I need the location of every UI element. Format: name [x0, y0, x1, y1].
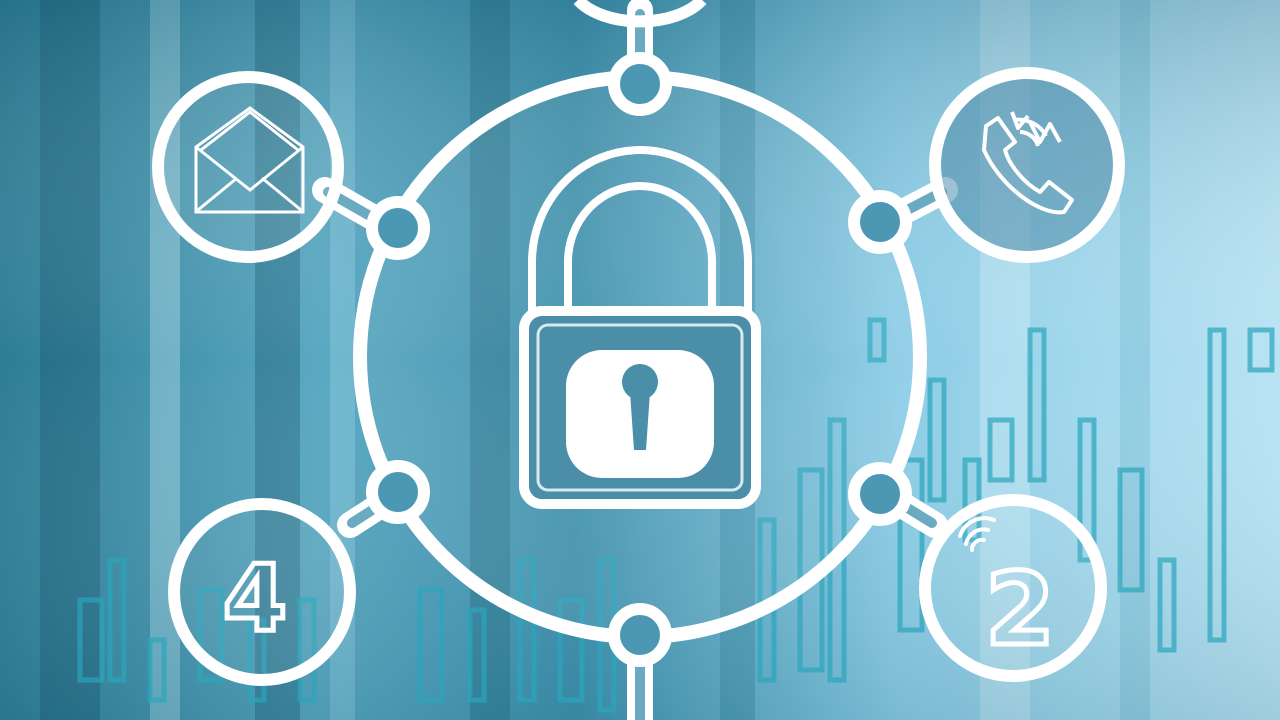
background-candle: [557, 597, 585, 703]
node-envelope: [152, 71, 344, 263]
background-candle: [1117, 467, 1145, 593]
padlock-shackle-outer: [528, 146, 752, 312]
padlock-shackle-inner: [564, 182, 716, 312]
background-candle: [867, 317, 887, 363]
background-candle: [987, 417, 1015, 483]
junction-dot-top-right: [848, 190, 912, 254]
junction-dot-top: [608, 52, 672, 116]
background-candle: [77, 597, 105, 683]
background-candle: [1207, 327, 1227, 643]
digit-4-label: 4: [223, 545, 287, 652]
background-candle: [467, 607, 487, 703]
background-candle: [1157, 557, 1177, 653]
envelope-icon: [194, 106, 305, 214]
background-candle: [1027, 327, 1047, 483]
junction-dot-bottom-right: [848, 462, 912, 526]
background-candle: [1077, 417, 1097, 563]
keyhole-icon: [622, 364, 658, 450]
background-candle: [107, 557, 127, 683]
junction-dot-top-left: [366, 196, 430, 260]
background-candle: [297, 597, 317, 703]
background-candle: [517, 557, 537, 703]
background-chart-pattern: [77, 317, 1275, 713]
signal-icon: [958, 516, 996, 552]
junction-dots: [366, 52, 912, 667]
top-node-partial-circle: [573, 0, 707, 28]
background-candle: [197, 587, 225, 683]
background-candle: [962, 457, 982, 543]
background-candle: [927, 377, 947, 503]
background-candle: [897, 457, 925, 633]
junction-dot-bottom: [608, 603, 672, 667]
node-digit-4: 4: [168, 498, 356, 686]
node-phone: [929, 67, 1125, 263]
junction-dot-bottom-left: [366, 460, 430, 524]
padlock-body-inner: [536, 323, 744, 492]
phone-icon: [982, 111, 1074, 215]
padlock-icon: [519, 146, 761, 509]
background-candle: [417, 587, 445, 703]
background-candle: [147, 637, 167, 703]
node-digit-2: 2: [919, 494, 1107, 682]
background-candle: [1247, 327, 1275, 373]
digit-2-label: 2: [985, 551, 1055, 668]
background-candle: [247, 617, 267, 703]
